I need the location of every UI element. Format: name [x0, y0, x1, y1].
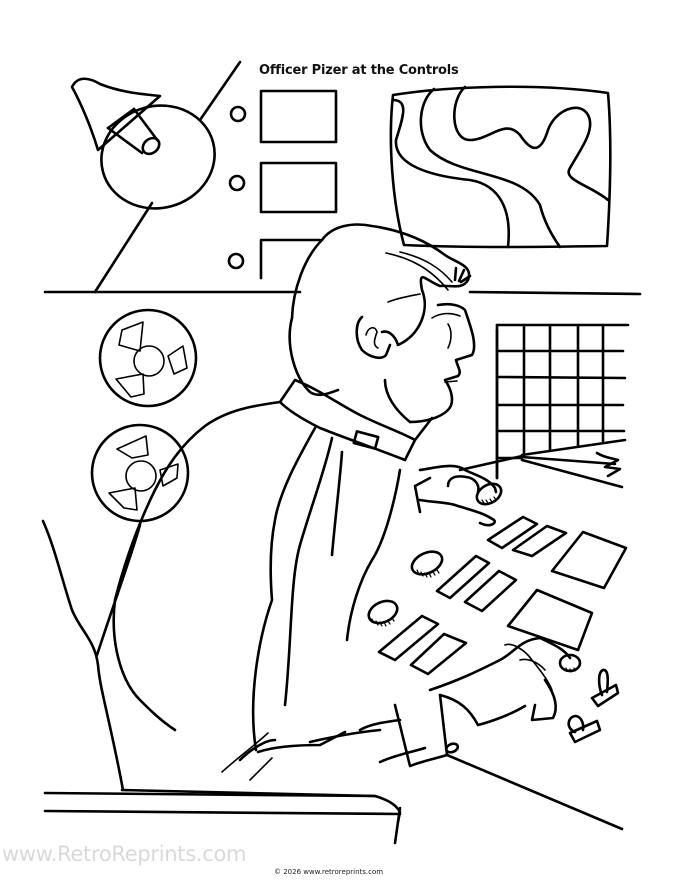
console-button-8	[409, 632, 468, 676]
indicator-light-3	[227, 252, 245, 270]
tape-reel-2	[90, 423, 190, 523]
panel-screen-3	[259, 238, 322, 280]
knob-4-icon	[558, 653, 582, 673]
copyright-text: © 2026 www.retroreprints.com	[274, 868, 384, 876]
wall-lines	[43, 60, 642, 296]
control-console	[377, 328, 628, 831]
indicator-light-2	[228, 174, 246, 192]
indicator-light-1	[229, 105, 247, 123]
desk-edge	[393, 806, 402, 845]
panel-screen-1	[259, 89, 338, 144]
console-button-7	[377, 614, 440, 662]
panel-screen-2	[259, 161, 338, 214]
toggle-switches	[567, 668, 620, 744]
tape-reels	[90, 308, 198, 523]
grid-display	[495, 323, 630, 489]
knob-2-icon	[367, 599, 399, 627]
toggle-switch-1-icon	[590, 668, 620, 708]
officer	[112, 223, 572, 781]
indicator-lights	[227, 105, 247, 270]
chair	[41, 519, 402, 824]
knob-1-icon	[410, 550, 444, 578]
spotlight-lamp-icon	[70, 77, 216, 210]
console-button-3	[550, 530, 628, 590]
knobs	[367, 482, 582, 673]
panel-screens	[259, 89, 338, 280]
console-button-6	[506, 588, 594, 652]
console-button-2	[511, 524, 568, 558]
map-monitor	[389, 85, 612, 249]
console-button-5	[463, 569, 518, 613]
console-button-1	[486, 515, 539, 550]
toggle-switch-2-icon	[567, 714, 602, 744]
page-title: Officer Pizer at the Controls	[259, 63, 459, 78]
console-button-4	[435, 554, 491, 600]
watermark-text: www.RetroReprints.com	[2, 842, 247, 866]
console-buttons	[377, 515, 628, 676]
tape-reel-1	[98, 308, 198, 408]
